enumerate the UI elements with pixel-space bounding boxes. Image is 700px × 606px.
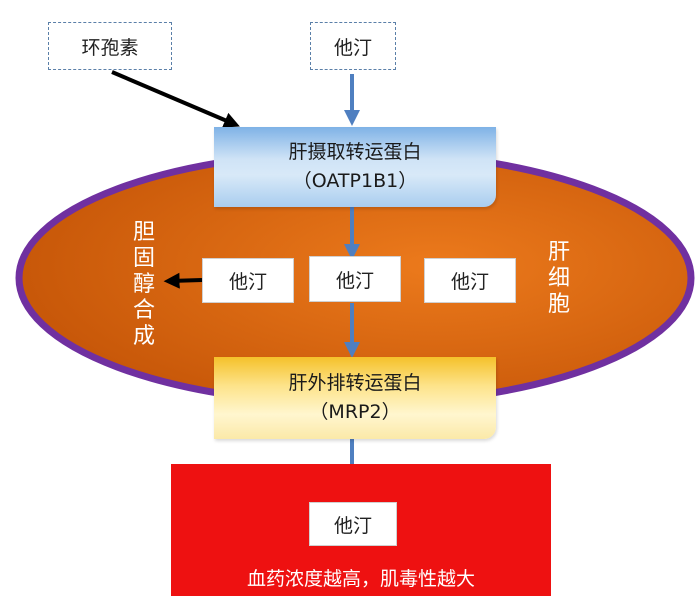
uptake-transporter-name: 肝摄取转运蛋白 — [288, 140, 422, 163]
efflux-transporter-name: 肝外排转运蛋白 — [288, 371, 422, 394]
liver-char: 肝 — [547, 240, 570, 265]
blood-caption: 血药浓度越高，肌毒性越大 — [246, 568, 475, 590]
liver-char: 细 — [547, 265, 570, 291]
cholesterol-synthesis-label: 胆 固 醇 合 成 — [127, 220, 161, 350]
arrow-cyclosporine-inhibit — [111, 70, 240, 128]
uptake-transporter-box: 肝摄取转运蛋白 （OATP1B1） — [214, 127, 496, 207]
statin-box-left: 他汀 — [202, 258, 294, 303]
statin-label: 他汀 — [333, 514, 372, 537]
liver-cell-label: 肝 细 胞 — [542, 240, 576, 318]
arrow-statin-to-cholesterol — [163, 272, 203, 289]
cholesterol-char: 成 — [132, 323, 155, 349]
cyclosporine-label: 环孢素 — [81, 36, 139, 59]
statin-top-label: 他汀 — [333, 36, 372, 59]
cholesterol-char: 醇 — [132, 271, 155, 297]
statin-label: 他汀 — [450, 271, 489, 293]
efflux-transporter-box: 肝外排转运蛋白 （MRP2） — [214, 357, 496, 439]
statin-box-center: 他汀 — [309, 256, 401, 302]
statin-label: 他汀 — [228, 271, 267, 293]
cholesterol-char: 固 — [132, 245, 155, 271]
statin-top-box: 他汀 — [310, 22, 396, 70]
cholesterol-char: 胆 — [132, 220, 155, 245]
cholesterol-char: 合 — [132, 297, 155, 323]
cyclosporine-box: 环孢素 — [48, 22, 172, 70]
uptake-transporter-code: （OATP1B1） — [292, 170, 418, 192]
statin-box-right: 他汀 — [424, 258, 516, 303]
statin-box-blood: 他汀 — [309, 502, 397, 546]
efflux-transporter-code: （MRP2） — [309, 401, 401, 423]
statin-label: 他汀 — [335, 269, 374, 292]
liver-char: 胞 — [547, 291, 570, 317]
